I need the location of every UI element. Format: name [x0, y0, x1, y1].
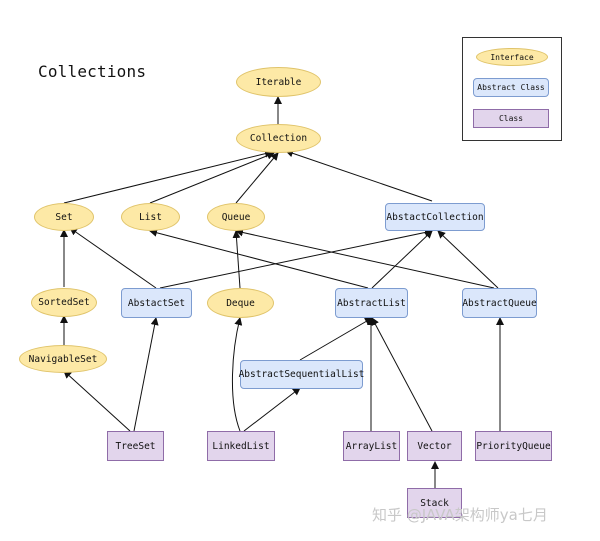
node-priorityqueue: PriorityQueue: [475, 431, 552, 461]
node-iterable: Iterable: [236, 67, 321, 97]
arrow-abstractlist-list: [149, 228, 369, 289]
node-list: List: [121, 203, 180, 231]
node-treeset: TreeSet: [107, 431, 164, 461]
node-collection: Collection: [236, 124, 321, 153]
node-stack: Stack: [407, 488, 462, 518]
arrow-abstractqueue-queue: [235, 228, 495, 289]
node-abstractcollection: AbstactCollection: [385, 203, 485, 231]
node-navigableset: NavigableSet: [19, 345, 107, 373]
arrow-abstractset-abstractcollection: [159, 228, 433, 289]
arrow-abstractqueue-abstractcollection: [437, 230, 499, 289]
node-linkedlist: LinkedList: [207, 431, 275, 461]
node-vector: Vector: [407, 431, 462, 461]
legend-interface: Interface: [476, 48, 548, 66]
node-sortedset: SortedSet: [31, 288, 97, 317]
arrow-abstractset-set: [69, 227, 157, 289]
watermark: 知乎 @JAVA架构师ya七月: [372, 506, 548, 524]
node-abstractlist: AbstractList: [335, 288, 408, 318]
arrow-abstractlist-abstractcollection: [371, 230, 433, 289]
arrow-treeset-navigableset: [63, 370, 131, 432]
arrow-linkedlist-abstractsequentiallist: [243, 387, 301, 432]
node-arraylist: ArrayList: [343, 431, 400, 461]
node-abstractsequentiallist: AbstractSequentialList: [239, 360, 364, 389]
arrow-list-collection: [149, 151, 275, 204]
diagram-title: Collections: [38, 62, 147, 81]
node-abstractqueue: AbstractQueue: [462, 288, 537, 318]
arrow-treeset-abstractset: [133, 317, 159, 432]
arrow-deque-queue: [232, 230, 241, 289]
legend-class: Class: [473, 109, 549, 128]
node-deque: Deque: [207, 288, 274, 318]
node-queue: Queue: [207, 203, 265, 231]
arrow-vector-abstractlist: [371, 317, 433, 432]
node-set: Set: [34, 203, 94, 231]
arrow-set-collection: [63, 149, 273, 204]
arrow-linkedlist-deque: [231, 317, 243, 432]
arrow-abstractcollection-collection: [285, 149, 433, 202]
arrow-queue-collection: [235, 152, 279, 204]
node-abstractset: AbstactSet: [121, 288, 192, 318]
legend-abstract-class: Abstract Class: [473, 78, 549, 97]
arrow-abstractsequentiallist-abstractlist: [299, 317, 373, 361]
